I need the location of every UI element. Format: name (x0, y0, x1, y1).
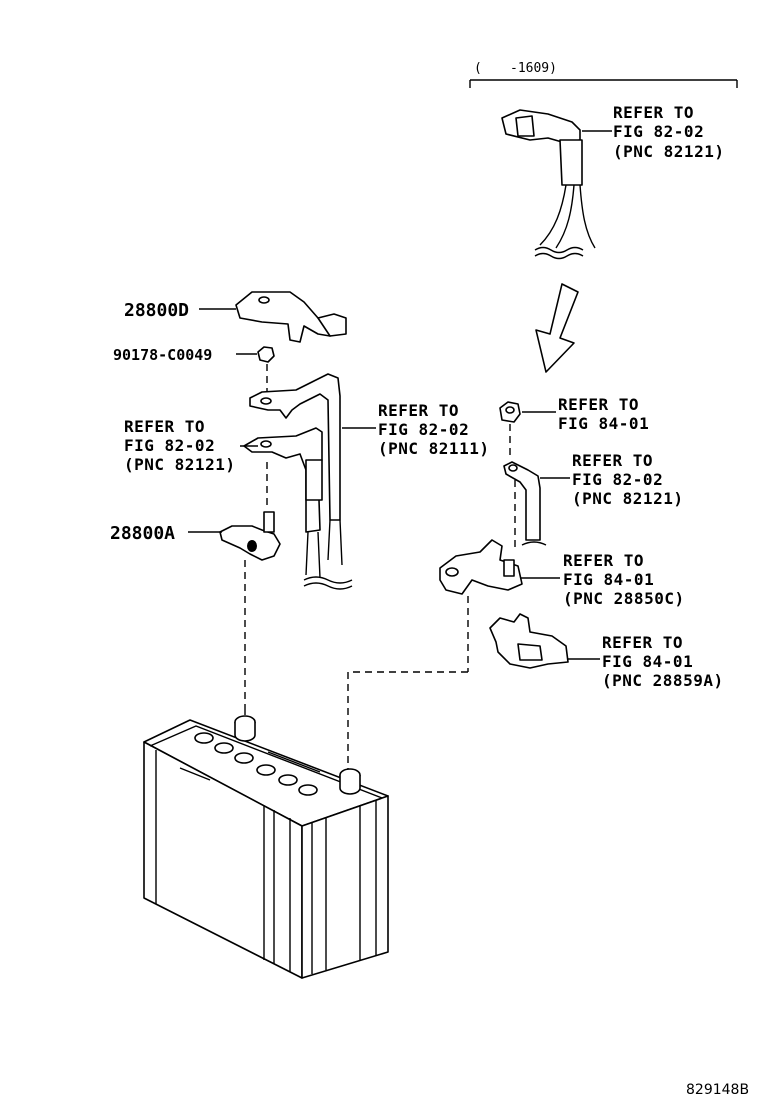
cable-82121-left (240, 427, 323, 579)
svg-text:FIG 84-01: FIG 84-01 (563, 570, 654, 589)
reference-label-top-right: REFER TO FIG 82-02 (PNC 82121) (613, 103, 724, 161)
date-range-text: -1609) (510, 61, 557, 76)
positive-cable-terminal-old (501, 109, 612, 260)
svg-text:REFER TO: REFER TO (613, 103, 694, 122)
svg-text:(PNC 28859A): (PNC 28859A) (602, 671, 724, 690)
reference-label-left: REFER TO FIG 82-02 (PNC 82121) (124, 417, 235, 474)
svg-text:REFER TO: REFER TO (378, 401, 459, 420)
drawing-code: 829148B (686, 1082, 749, 1098)
terminal-clamp-28800a (188, 511, 281, 561)
direction-arrow (535, 283, 579, 373)
part-label-90178-c0049: 90178-C0049 (113, 346, 212, 364)
svg-text:FIG 82-02: FIG 82-02 (613, 122, 704, 141)
svg-text:FIG 84-01: FIG 84-01 (602, 652, 693, 671)
cover-28859a (489, 613, 600, 669)
svg-text:REFER TO: REFER TO (602, 633, 683, 652)
reference-label-center: REFER TO FIG 82-02 (PNC 82111) (378, 401, 489, 458)
clamp-28850c (439, 539, 560, 595)
nut-84-01 (499, 401, 556, 423)
battery (143, 715, 389, 979)
svg-text:REFER TO: REFER TO (563, 551, 644, 570)
terminal-cover-28800d (199, 291, 347, 343)
reference-label-nut: REFER TO FIG 84-01 (558, 395, 649, 433)
date-range-open: ( (474, 61, 482, 76)
svg-text:(PNC 28850C): (PNC 28850C) (563, 589, 685, 608)
part-label-28800d: 28800D (124, 300, 189, 321)
nut-90178-c0049 (236, 346, 275, 363)
svg-text:FIG 82-02: FIG 82-02 (572, 470, 663, 489)
reference-label-right-cable: REFER TO FIG 82-02 (PNC 82121) (572, 451, 683, 508)
cable-82121-right (503, 461, 570, 546)
svg-text:(PNC 82111): (PNC 82111) (378, 439, 489, 458)
svg-text:(PNC 82121): (PNC 82121) (124, 455, 235, 474)
svg-text:FIG 82-02: FIG 82-02 (124, 436, 215, 455)
svg-text:FIG 84-01: FIG 84-01 (558, 414, 649, 433)
reference-label-cover: REFER TO FIG 84-01 (PNC 28859A) (602, 633, 724, 690)
svg-text:FIG 82-02: FIG 82-02 (378, 420, 469, 439)
cable-82111 (249, 373, 376, 590)
reference-label-clamp: REFER TO FIG 84-01 (PNC 28850C) (563, 551, 685, 608)
svg-text:(PNC 82121): (PNC 82121) (613, 142, 724, 161)
part-label-28800a: 28800A (110, 523, 175, 544)
date-range-bracket: ( -1609) (469, 61, 738, 88)
svg-text:REFER TO: REFER TO (572, 451, 653, 470)
svg-text:REFER TO: REFER TO (558, 395, 639, 414)
svg-text:(PNC 82121): (PNC 82121) (572, 489, 683, 508)
svg-text:REFER TO: REFER TO (124, 417, 205, 436)
